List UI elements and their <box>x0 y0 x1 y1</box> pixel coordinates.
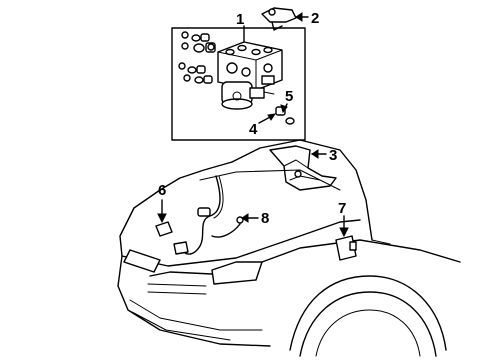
actuator-inset <box>171 25 306 141</box>
callout-6: 6 <box>158 182 166 199</box>
harness-part-8 <box>173 175 259 255</box>
bracket-part-2 <box>261 7 309 31</box>
inset-frame <box>171 27 306 141</box>
callout-8: 8 <box>261 210 269 227</box>
abs-actuator-unit <box>217 41 283 110</box>
vehicle-front <box>117 139 461 357</box>
module-part-7 <box>335 215 357 261</box>
sensor-part-6 <box>155 199 173 237</box>
callout-1: 1 <box>236 11 244 28</box>
grommet-part <box>285 117 295 125</box>
small-parts <box>258 103 295 125</box>
fittings-group <box>178 31 216 84</box>
callout-2: 2 <box>311 10 319 27</box>
callout-7: 7 <box>338 200 346 217</box>
callout-3: 3 <box>329 147 337 164</box>
callout-4: 4 <box>249 121 258 138</box>
bracket-part-3 <box>269 145 337 191</box>
callout-labels: 1 2 3 4 5 6 7 8 <box>158 10 346 227</box>
callout-5: 5 <box>285 88 293 105</box>
